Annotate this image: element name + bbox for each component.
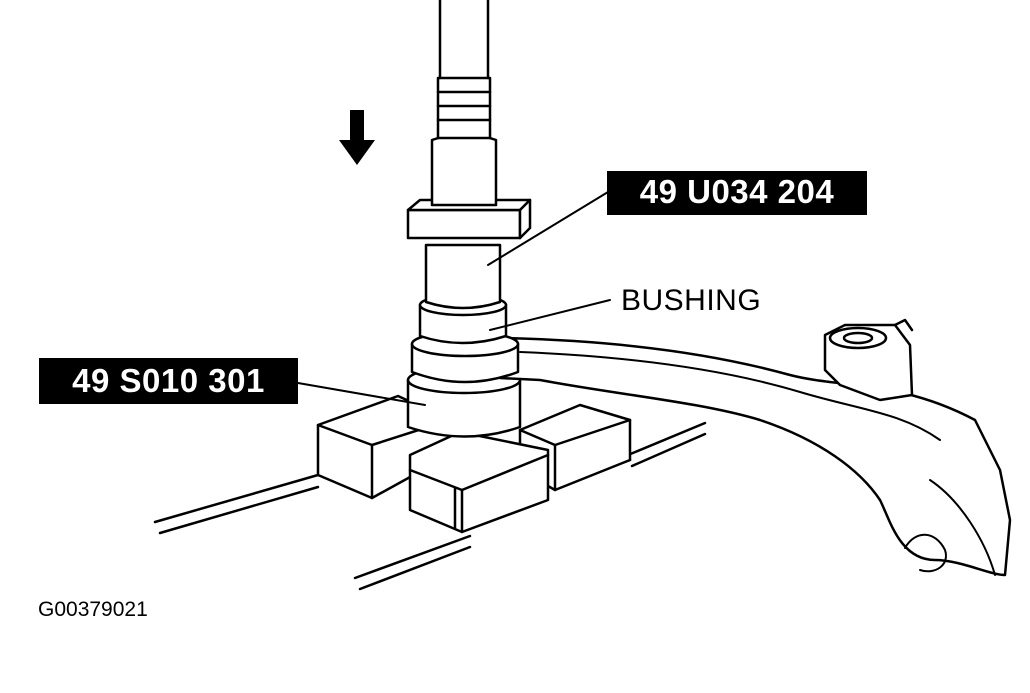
figure-id: G00379021	[38, 598, 148, 621]
tool-label-receiver: 49 S010 301	[39, 358, 298, 404]
bushing-label: BUSHING	[621, 284, 762, 317]
support-block-front	[408, 430, 550, 534]
down-arrow-icon	[339, 110, 375, 165]
leader-lines	[297, 191, 611, 406]
press-ram	[430, 0, 498, 207]
installer-tool	[418, 243, 508, 345]
control-arm	[498, 318, 1012, 577]
tool-label-installer: 49 U034 204	[607, 171, 867, 215]
